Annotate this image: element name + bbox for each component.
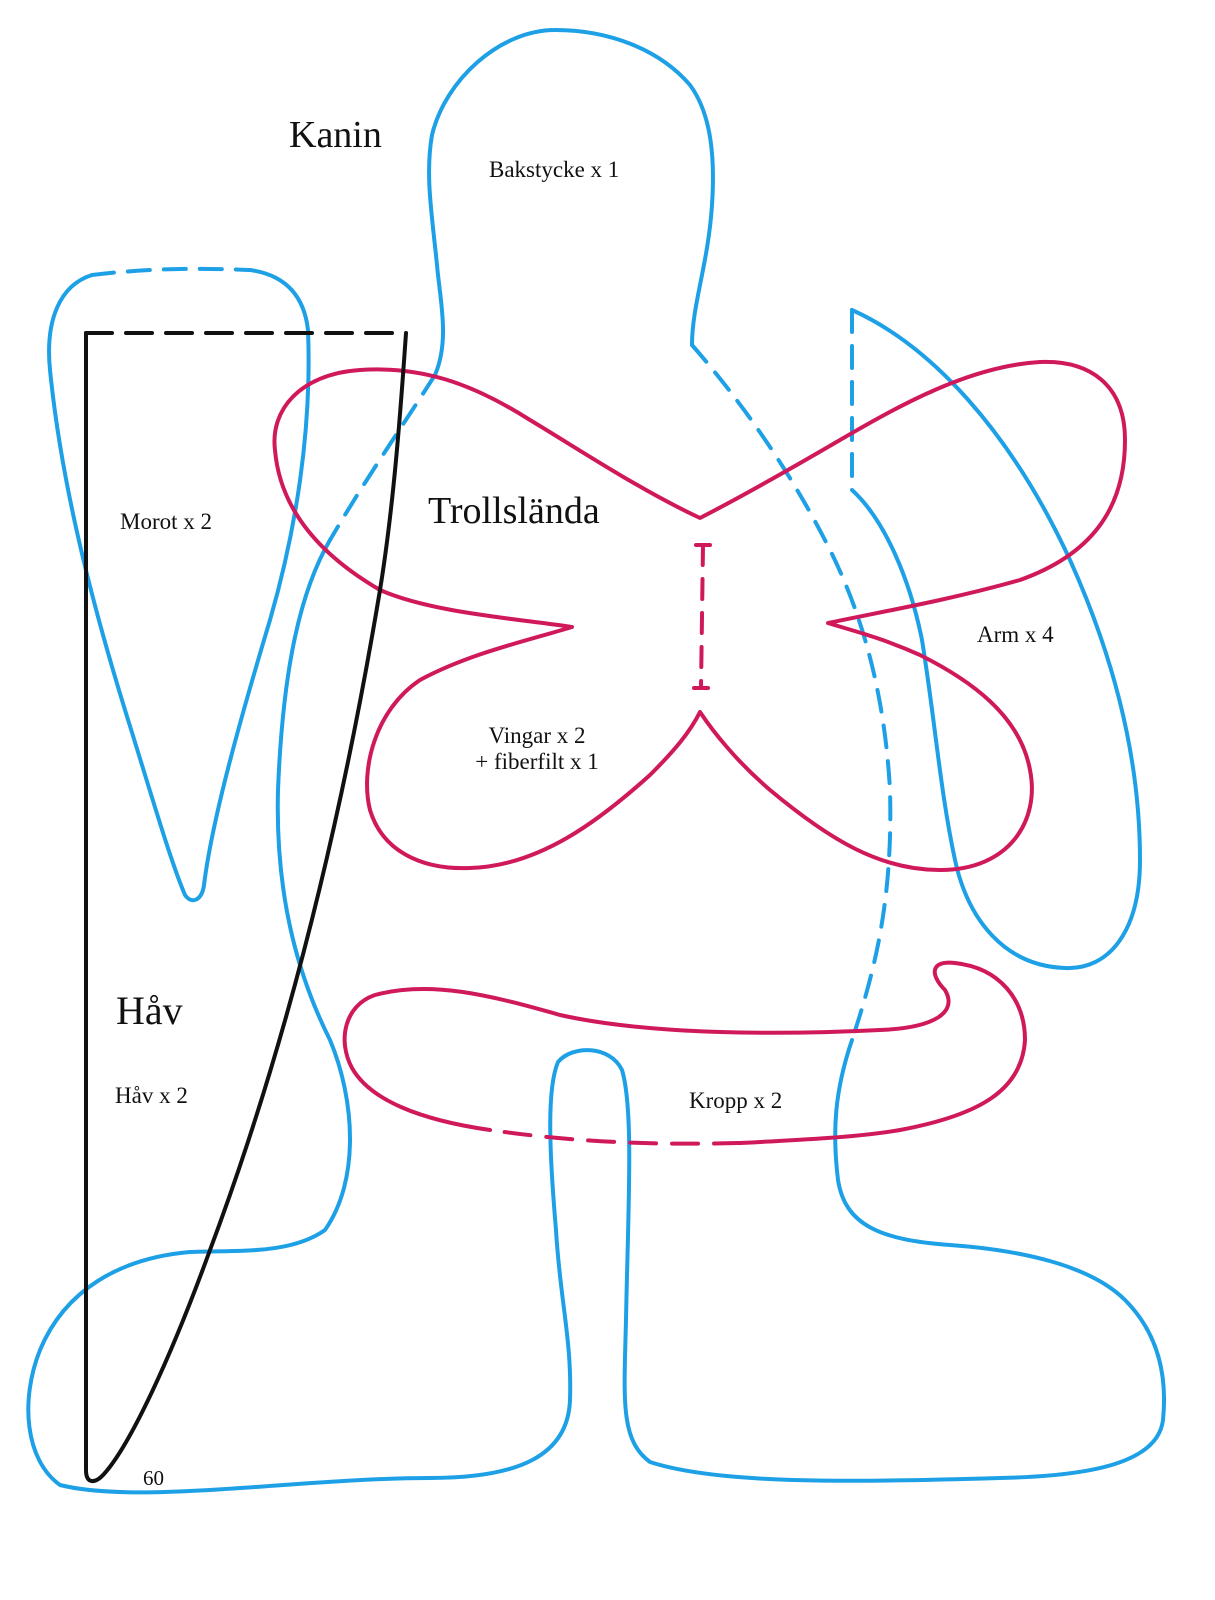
trollslanda-kropp-dashed-edge <box>488 1128 742 1146</box>
morot-dashed-edge <box>90 266 252 277</box>
hav-title: Håv <box>116 988 183 1033</box>
trollslanda-vingar-dashed-center <box>699 543 705 690</box>
arm-label: Arm x 4 <box>977 622 1054 647</box>
kanin-bakstycke-lower-outline <box>26 538 1167 1495</box>
trollslanda-kropp-outline <box>342 960 1027 1145</box>
kanin-title: Kanin <box>289 114 382 156</box>
vingar-label-line-2: + fiberfilt x 1 <box>475 749 599 775</box>
kanin-bakstycke-dashed-edge <box>690 343 893 1042</box>
vingar-label: Vingar x 2 + fiberfilt x 1 <box>452 723 622 776</box>
vingar-label-line-1: Vingar x 2 <box>488 723 586 748</box>
page-number: 60 <box>143 1466 164 1490</box>
hav-outline <box>84 331 408 1483</box>
kanin-bakstycke-dashed-neck <box>328 373 437 542</box>
morot-label: Morot x 2 <box>120 509 212 534</box>
kropp-label: Kropp x 2 <box>689 1088 783 1113</box>
bakstycke-label: Bakstycke x 1 <box>489 157 620 182</box>
kanin-bakstycke-outline <box>427 28 715 377</box>
hav-piece-label: Håv x 2 <box>115 1083 188 1108</box>
trollslanda-title: Trollslända <box>428 490 600 532</box>
trollslanda-vingar-outline <box>272 359 1127 872</box>
morot-outline <box>47 268 311 903</box>
kanin-arm-outline <box>850 308 1142 971</box>
